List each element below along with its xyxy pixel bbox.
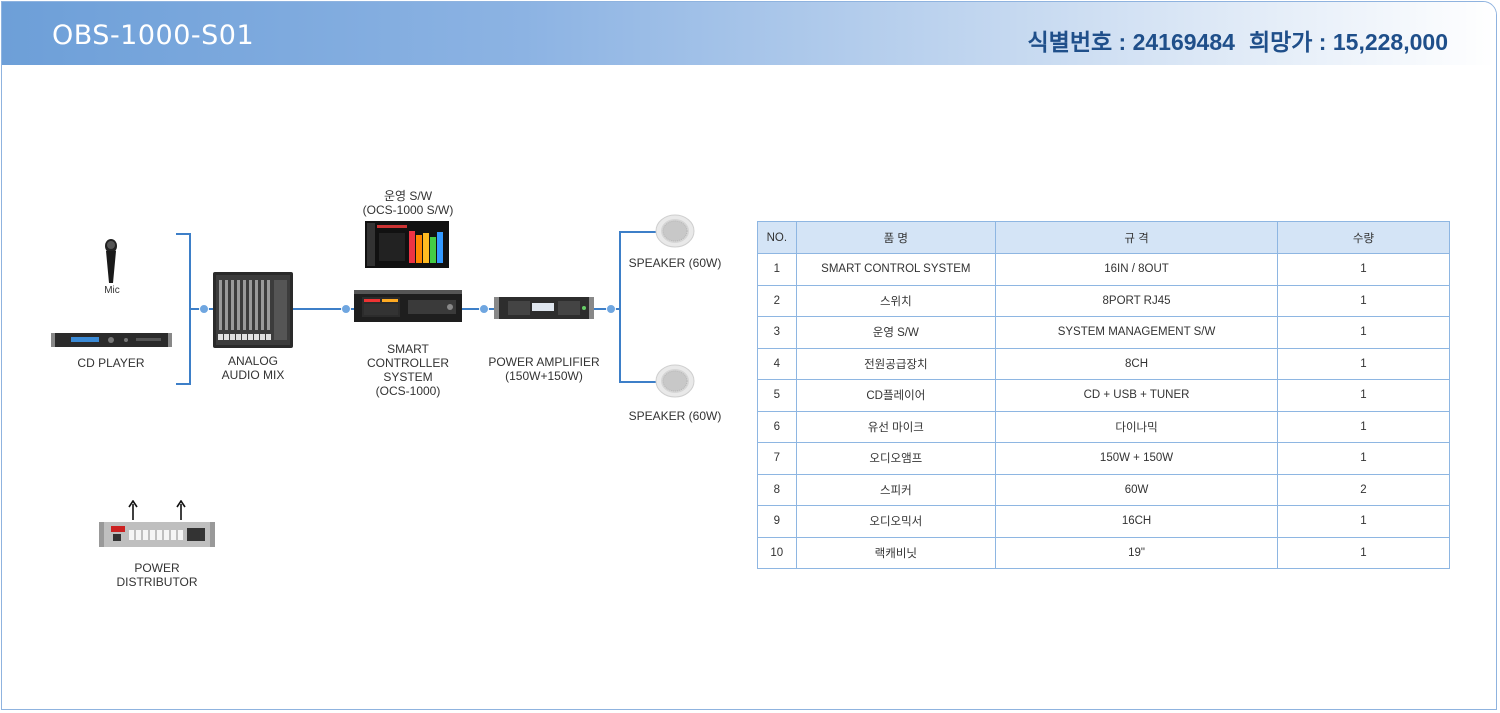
smart-controller-icon [354, 290, 462, 322]
id-price-line: 식별번호 : 24169484 희망가 : 15,228,000 [1028, 23, 1449, 57]
price-label: 희망가 [1248, 29, 1313, 55]
cell-spec: 16CH [995, 505, 1279, 538]
id-value: 24169484 [1132, 29, 1235, 55]
cell-spec: SYSTEM MANAGEMENT S/W [995, 316, 1279, 349]
col-header-spec: 규 격 [995, 221, 1279, 254]
col-header-name: 품 명 [795, 221, 997, 254]
price-value: 15,228,000 [1332, 29, 1448, 55]
mic-label: Mic [104, 285, 120, 296]
connector-dot-1 [199, 304, 209, 314]
cell-name: 유선 마이크 [795, 410, 997, 443]
cell-name: 오디오믹서 [795, 505, 997, 538]
header-bar: OBS-1000-S01 식별번호 : 24169484 희망가 : 15,228… [2, 2, 1496, 65]
connector-dot-2 [341, 304, 351, 314]
cell-no: 7 [757, 442, 797, 475]
col-header-no: NO. [757, 221, 797, 254]
cell-spec: 8PORT RJ45 [995, 284, 1279, 317]
power-amplifier-label: POWER AMPLIFIER (150W+150W) [488, 355, 600, 383]
cell-spec: 60W [995, 473, 1279, 506]
cell-qty: 1 [1277, 284, 1450, 317]
microphone-icon [105, 239, 117, 283]
cell-name: SMART CONTROL SYSTEM [795, 253, 997, 286]
cell-name: 운영 S/W [795, 316, 997, 349]
link-mix-controller [292, 308, 354, 310]
power-arrows-icon [128, 500, 186, 520]
connector-dot-4 [606, 304, 616, 314]
cell-no: 8 [757, 473, 797, 506]
cell-no: 10 [757, 536, 797, 569]
cell-spec: 150W + 150W [995, 442, 1279, 475]
speaker-icon-bottom [655, 364, 695, 398]
cell-qty: 1 [1277, 253, 1450, 286]
cell-qty: 1 [1277, 442, 1450, 475]
id-separator: : [1112, 29, 1133, 55]
col-header-qty: 수량 [1277, 221, 1450, 254]
analog-mix-label: ANALOG AUDIO MIX [221, 354, 285, 382]
speaker-branch-vertical [619, 231, 621, 383]
cell-no: 2 [757, 284, 797, 317]
cell-name: CD플레이어 [795, 379, 997, 412]
speaker-branch-bottom [620, 381, 658, 383]
cell-name: 전원공급장치 [795, 347, 997, 380]
speaker-top-label: SPEAKER (60W) [628, 256, 722, 270]
cell-spec: 19" [995, 536, 1279, 569]
price-separator: : [1312, 29, 1333, 55]
cell-spec: 다이나믹 [995, 410, 1279, 443]
cell-no: 9 [757, 505, 797, 538]
audio-mixer-icon [213, 272, 293, 348]
cell-spec: 16IN / 8OUT [995, 253, 1279, 286]
cell-qty: 1 [1277, 316, 1450, 349]
cell-qty: 1 [1277, 347, 1450, 380]
cell-qty: 1 [1277, 379, 1450, 412]
power-amplifier-icon [494, 297, 594, 319]
cd-player-icon [51, 333, 172, 347]
cell-qty: 1 [1277, 505, 1450, 538]
cd-player-label: CD PLAYER [77, 356, 145, 370]
connector-dot-3 [479, 304, 489, 314]
cell-no: 1 [757, 253, 797, 286]
bracket-top [176, 233, 190, 235]
model-title: OBS-1000-S01 [52, 20, 255, 51]
speaker-bottom-label: SPEAKER (60W) [628, 409, 722, 423]
cell-spec: 8CH [995, 347, 1279, 380]
table-header-row: NO. 품 명 규 격 수량 [757, 221, 1450, 254]
power-distributor-label: POWER DISTRIBUTOR [116, 561, 198, 589]
cell-name: 스피커 [795, 473, 997, 506]
speaker-icon-top [655, 214, 695, 248]
cell-qty: 1 [1277, 410, 1450, 443]
link-controller-amp [462, 308, 494, 310]
cell-qty: 1 [1277, 536, 1450, 569]
bracket-bottom [176, 383, 190, 385]
speaker-branch-top [620, 231, 658, 233]
software-screen-icon [365, 221, 449, 268]
cell-spec: CD + USB + TUNER [995, 379, 1279, 412]
software-label: 운영 S/W (OCS-1000 S/W) [362, 189, 454, 217]
id-label: 식별번호 [1027, 29, 1113, 55]
cell-name: 스위치 [795, 284, 997, 317]
smart-controller-label: SMART CONTROLLER SYSTEM (OCS-1000) [366, 342, 449, 398]
cell-qty: 2 [1277, 473, 1450, 506]
cell-no: 5 [757, 379, 797, 412]
cell-name: 오디오앰프 [795, 442, 997, 475]
power-distributor-icon [99, 522, 215, 547]
cell-no: 3 [757, 316, 797, 349]
cell-no: 6 [757, 410, 797, 443]
cell-name: 랙캐비닛 [795, 536, 997, 569]
cell-no: 4 [757, 347, 797, 380]
